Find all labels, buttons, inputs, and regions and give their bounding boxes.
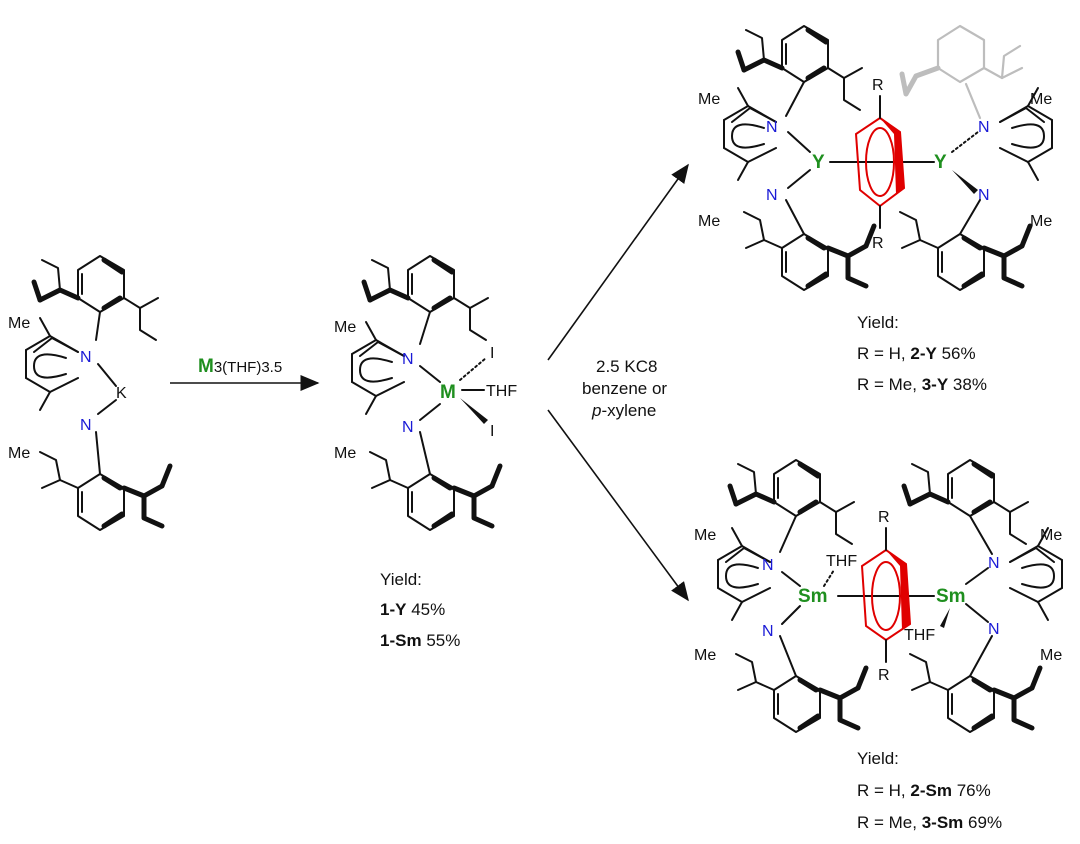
r-substituent: R: [872, 77, 884, 94]
n-atom: N: [766, 187, 778, 204]
yield-heading: Yield:: [380, 570, 422, 589]
n-atom: N: [978, 187, 990, 204]
r-substituent: R: [878, 667, 890, 684]
yield-3y: R = Me, 3-Y 38%: [857, 375, 987, 394]
methyl-label: Me: [1030, 213, 1052, 230]
reagent-kc8: 2.5 KC8: [596, 357, 657, 376]
n-atom: N: [402, 351, 414, 368]
methyl-label: Me: [694, 527, 716, 544]
reaction-arrow-2: 2.5 KC8 benzene or p-xylene: [547, 163, 689, 602]
yield-2sm: R = H, 2-Sm 76%: [857, 781, 991, 800]
yield-block-1: Yield: 1-Y 45% 1-Sm 55%: [380, 570, 460, 650]
yield-1sm: 1-Sm 55%: [380, 631, 460, 650]
r-substituent: R: [872, 235, 884, 252]
yttrium-arene-complex: N N Y Me Me R R Y N N Me Me: [698, 26, 1053, 290]
yield-heading: Yield:: [857, 749, 899, 768]
metal-label: M: [198, 356, 214, 377]
samarium-atom: Sm: [936, 586, 966, 607]
k-nacnac-complex: N N K Me Me: [8, 256, 170, 530]
methyl-label: Me: [698, 91, 720, 108]
r-substituent: R: [878, 509, 890, 526]
methyl-label: Me: [694, 647, 716, 664]
metal-atom: M: [440, 382, 456, 403]
yield-block-2: Yield: R = H, 2-Y 56% R = Me, 3-Y 38%: [857, 313, 987, 394]
yttrium-atom: Y: [934, 152, 947, 173]
n-atom: N: [80, 349, 92, 366]
reaction-arrow-1: M3(THF)3.5: [170, 356, 320, 391]
n-atom: N: [988, 555, 1000, 572]
samarium-arene-complex: N N Sm THF Me Me R R Sm THF N N Me Me: [694, 460, 1063, 732]
yield-block-3: Yield: R = H, 2-Sm 76% R = Me, 3-Sm 69%: [857, 749, 1002, 832]
iodide-label: I: [490, 345, 494, 362]
thf-label: THF: [826, 553, 857, 570]
yttrium-atom: Y: [812, 152, 825, 173]
n-atom: N: [988, 621, 1000, 638]
thf-label: THF: [904, 627, 935, 644]
n-atom: N: [80, 417, 92, 434]
methyl-label: Me: [698, 213, 720, 230]
yield-1y: 1-Y 45%: [380, 600, 445, 619]
svg-text:M3(THF)3.5: M3(THF)3.5: [198, 356, 282, 377]
methyl-label: Me: [1040, 647, 1062, 664]
iodide-label: I: [490, 423, 494, 440]
k-atom: K: [116, 385, 127, 402]
metal-diiodide-complex: N N M I I THF Me Me: [334, 256, 517, 530]
methyl-label: Me: [334, 445, 356, 462]
yield-3sm: R = Me, 3-Sm 69%: [857, 813, 1002, 832]
samarium-atom: Sm: [798, 586, 828, 607]
reagent-solvent-2: p-xylene: [591, 401, 656, 420]
n-atom: N: [766, 119, 778, 136]
methyl-label: Me: [8, 445, 30, 462]
n-atom: N: [402, 419, 414, 436]
yield-2y: R = H, 2-Y 56%: [857, 344, 976, 363]
n-atom: N: [762, 557, 774, 574]
methyl-label: Me: [1030, 91, 1052, 108]
thf-label: THF: [486, 383, 517, 400]
methyl-label: Me: [8, 315, 30, 332]
methyl-label: Me: [334, 319, 356, 336]
reagent-solvent-1: benzene or: [582, 379, 667, 398]
yield-heading: Yield:: [857, 313, 899, 332]
methyl-label: Me: [1040, 527, 1062, 544]
n-atom: N: [762, 623, 774, 640]
n-atom: N: [978, 119, 990, 136]
